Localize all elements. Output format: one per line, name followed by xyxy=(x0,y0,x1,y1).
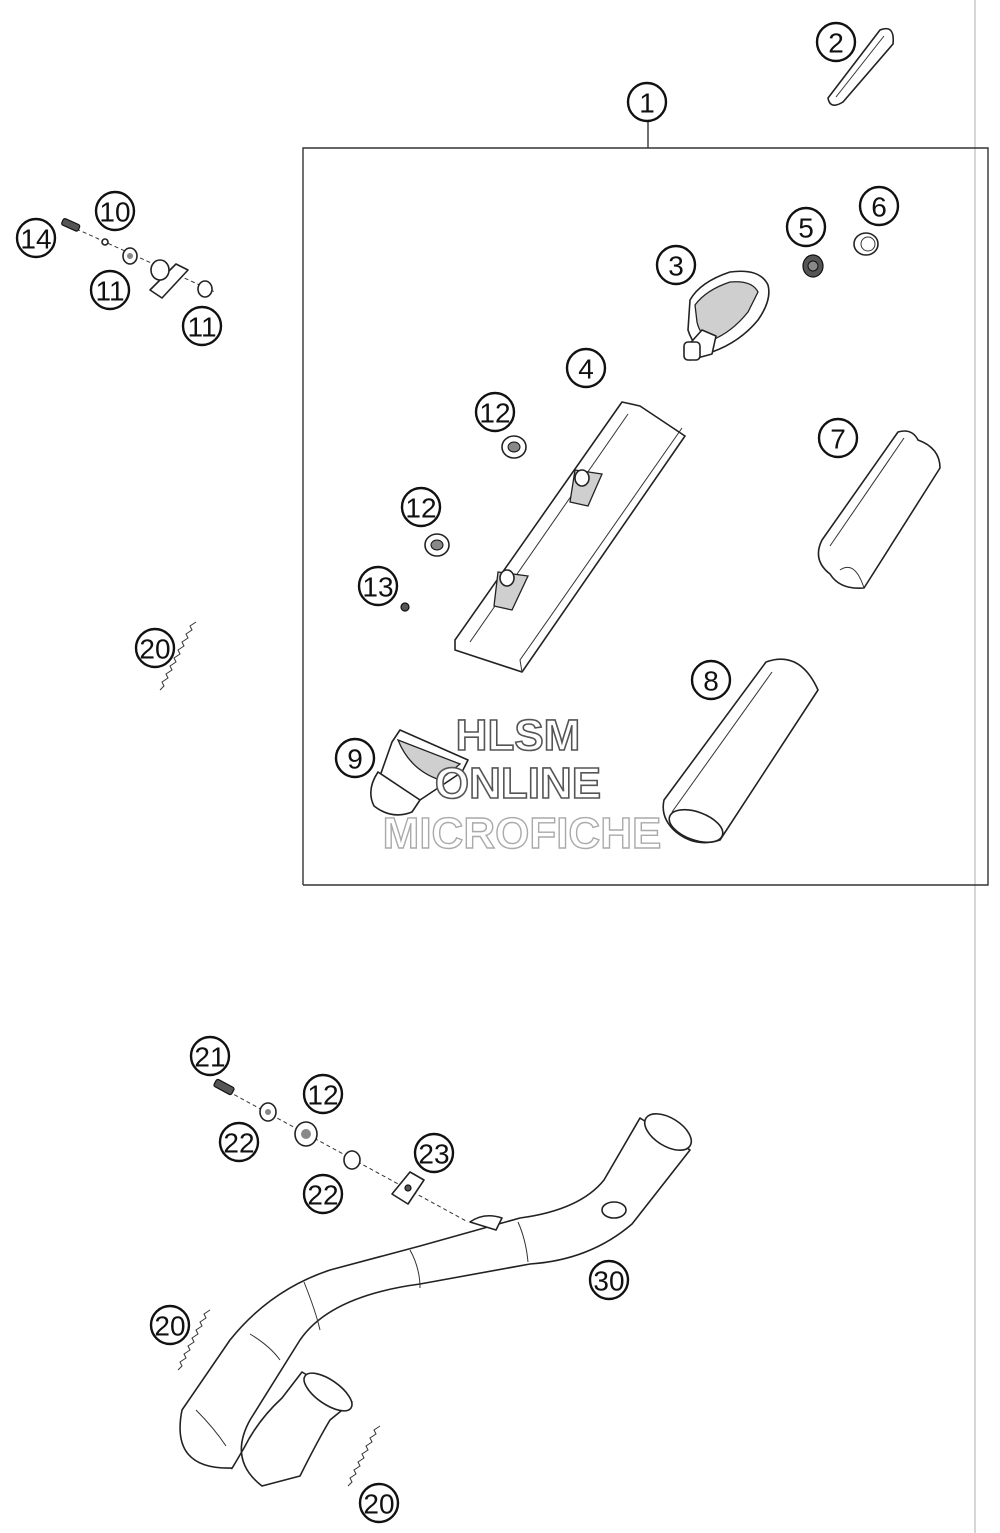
part-12-bushing-middle xyxy=(424,533,450,557)
callout-7-label: 7 xyxy=(830,424,846,455)
callout-7: 7 xyxy=(817,417,859,459)
callout-11-b: 11 xyxy=(181,305,223,347)
callout-9-label: 9 xyxy=(347,744,363,775)
callout-20-a: 20 xyxy=(134,627,176,669)
callout-4: 4 xyxy=(565,347,607,389)
callout-12-c-label: 12 xyxy=(307,1080,338,1111)
callout-21-label: 21 xyxy=(194,1042,225,1073)
callout-20-a-label: 20 xyxy=(139,634,170,665)
callout-20-b: 20 xyxy=(149,1304,191,1346)
callout-20-c: 20 xyxy=(358,1482,400,1524)
callout-22-b: 22 xyxy=(302,1173,344,1215)
callout-14-label: 14 xyxy=(20,224,51,255)
callout-10: 10 xyxy=(94,190,136,232)
callout-20-b-label: 20 xyxy=(154,1311,185,1342)
callout-22-a: 22 xyxy=(218,1121,260,1163)
callout-30-label: 30 xyxy=(593,1266,624,1297)
callout-4-label: 4 xyxy=(578,354,594,385)
part-4-heat-shield xyxy=(454,401,686,673)
watermark-line-3: MICROFICHE xyxy=(383,809,662,858)
callout-12-b: 12 xyxy=(400,486,442,528)
callout-1-label: 1 xyxy=(639,88,655,119)
callout-11-a-label: 11 xyxy=(95,276,124,307)
watermark-line-2: ONLINE xyxy=(435,759,601,808)
part-20-spring-upper xyxy=(159,621,197,691)
callout-8-label: 8 xyxy=(703,666,719,697)
callout-8: 8 xyxy=(690,659,732,701)
part-30-header-pipe xyxy=(179,1113,693,1487)
part-5-grommet xyxy=(802,254,824,278)
callout-21: 21 xyxy=(189,1035,231,1077)
callout-23-label: 23 xyxy=(418,1139,449,1170)
callout-13-label: 13 xyxy=(362,572,393,603)
part-13-screw xyxy=(400,602,410,612)
callout-12-c: 12 xyxy=(302,1073,344,1115)
part-20-spring-bottom xyxy=(347,1425,381,1487)
upper-left-hardware xyxy=(61,218,216,299)
part-8-absorption-mat xyxy=(662,658,819,844)
part-12-bushing-upper xyxy=(501,435,527,459)
callout-22-a-label: 22 xyxy=(223,1128,254,1159)
callout-5: 5 xyxy=(785,206,827,248)
callout-14: 14 xyxy=(15,217,57,259)
part-2-sticker xyxy=(827,27,895,106)
callout-2-label: 2 xyxy=(828,28,844,59)
lower-hardware xyxy=(213,1078,469,1223)
callout-10-label: 10 xyxy=(99,197,130,228)
callout-11-b-label: 11 xyxy=(187,312,216,343)
part-6-sleeve xyxy=(853,232,879,256)
part-3-end-cap xyxy=(683,270,770,361)
part-20-spring-left xyxy=(177,1309,211,1371)
part-7-insulation-sleeve xyxy=(817,430,941,590)
callout-22-b-label: 22 xyxy=(307,1180,338,1211)
callout-12-a-label: 12 xyxy=(479,398,510,429)
watermark: HLSM ONLINE MICROFICHE xyxy=(382,710,662,859)
callout-13: 13 xyxy=(357,565,399,607)
callout-3-label: 3 xyxy=(668,251,684,282)
part-9-inlet-funnel xyxy=(370,729,469,816)
callout-6: 6 xyxy=(858,185,900,227)
callout-3: 3 xyxy=(655,244,697,286)
callout-11-a: 11 xyxy=(89,269,131,311)
callout-23: 23 xyxy=(413,1132,455,1174)
callout-5-label: 5 xyxy=(798,213,814,244)
callout-30: 30 xyxy=(588,1259,630,1301)
callout-9: 9 xyxy=(334,737,376,779)
silencer-assembly-box xyxy=(302,120,989,886)
callout-20-c-label: 20 xyxy=(363,1489,394,1520)
callout-2: 2 xyxy=(815,21,857,63)
callout-12-a: 12 xyxy=(474,391,516,433)
callout-6-label: 6 xyxy=(871,192,887,223)
watermark-line-1: HLSM xyxy=(456,711,581,760)
callout-1: 1 xyxy=(626,81,668,123)
callout-12-b-label: 12 xyxy=(405,493,436,524)
